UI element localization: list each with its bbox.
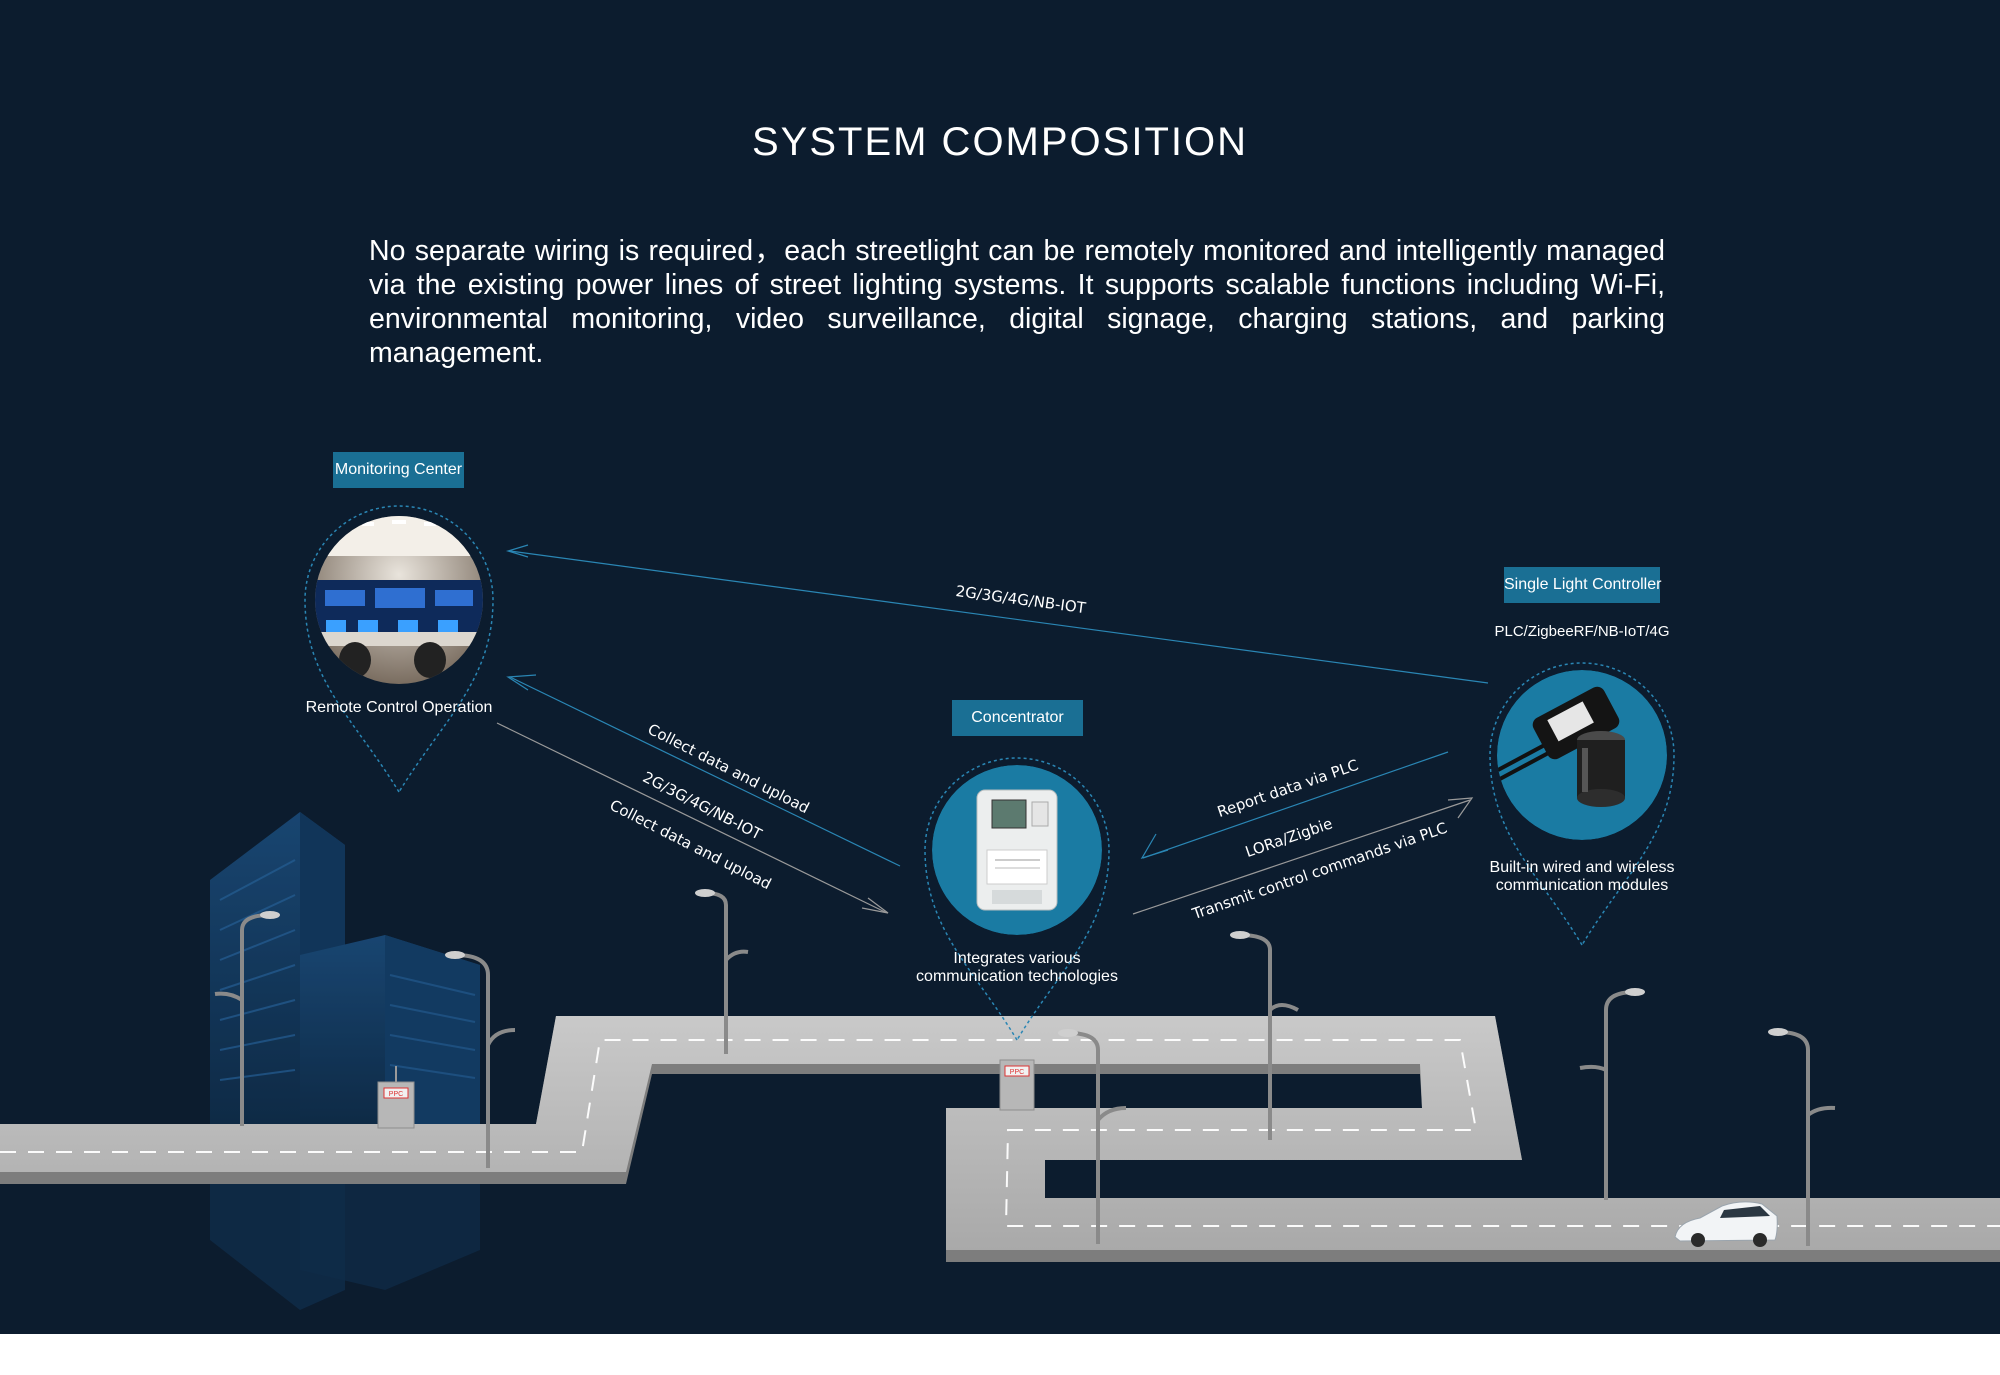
monitoring-center-tag: Monitoring Center [333,452,464,488]
page-title: SYSTEM COMPOSITION [751,120,1249,164]
controller-protocols: PLC/ZigbeeRF/NB-IoT/4G [1494,623,1670,640]
distribution-cabinet-left: PPC [377,1066,415,1129]
cabinet-tag-left: PPC [389,1091,403,1098]
concentrator-photo [932,765,1102,935]
controller-caption-line2: communication modules [1495,877,1669,894]
system-composition-diagram: PPC PPC [0,0,2000,1334]
monitoring-center-photo [315,516,483,684]
intro-paragraph: No separate wiring is required，each stre… [369,235,1665,369]
concentrator-tag: Concentrator [952,700,1083,736]
monitoring-center-caption: Remote Control Operation [305,699,493,716]
concentrator-caption-line2: communication technologies [916,968,1118,985]
concentrator-caption-line1: Integrates various [953,950,1081,967]
streetlight-heads [260,889,1788,1037]
electric-car [1674,1201,1778,1247]
single-light-controller-tag: Single Light Controller [1504,567,1661,603]
road-network [0,1016,2000,1262]
controller-caption-line1: Built-in wired and wireless [1489,859,1675,876]
node-pins [304,505,1675,1042]
distribution-cabinet-center: PPC [999,1059,1035,1111]
connection-lines [496,544,1489,915]
city-buildings [210,812,480,1310]
cabinet-tag-center: PPC [1010,1069,1024,1076]
controller-photo [1497,670,1667,840]
diagram-canvas: PPC PPC [0,505,2000,1310]
